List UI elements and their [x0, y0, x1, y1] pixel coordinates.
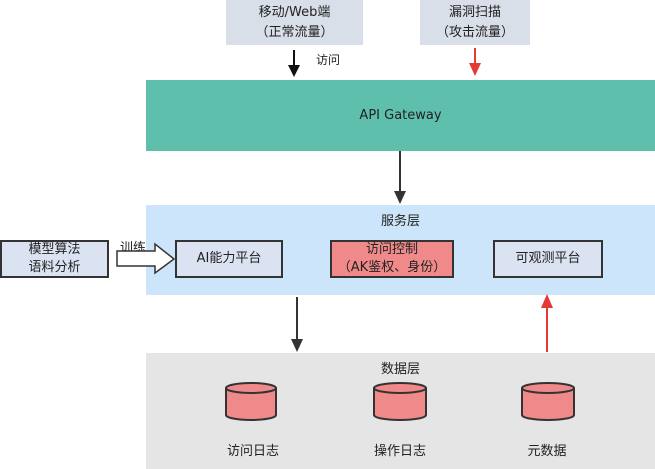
source-normal-line1: 移动/Web端 — [258, 4, 331, 20]
store-label-metadata: 元数据 — [527, 444, 567, 459]
data-layer: 数据层 访问日志 操作日志 元数据 — [146, 353, 655, 469]
edge-label-visit: 访问 — [316, 53, 341, 67]
arrow-attack-to-gateway — [469, 48, 481, 76]
arrow-metadata-to-observability — [541, 294, 553, 352]
model-corpus-box: 模型算法 语料分析 — [0, 240, 109, 278]
service-layer: 服务层 AI能力平台 访问控制 （AK鉴权、身份） 可观测平台 — [146, 205, 655, 295]
service-layer-title: 服务层 — [380, 214, 420, 229]
source-attack-line1: 漏洞扫描 — [448, 4, 501, 20]
observability-platform: 可观测平台 — [493, 240, 603, 278]
source-attack-traffic: 漏洞扫描 （攻击流量） — [420, 0, 530, 45]
edge-label-train: 训练 — [120, 241, 147, 256]
ai-platform: AI能力平台 — [175, 240, 283, 278]
api-gateway-label: API Gateway — [359, 108, 442, 123]
access-control-line1: 访问控制 — [365, 242, 418, 257]
arrow-service-to-data — [291, 297, 303, 352]
store-label-access-log: 访问日志 — [226, 444, 279, 459]
source-normal-line2: （正常流量） — [255, 24, 334, 40]
access-control: 访问控制 （AK鉴权、身份） — [330, 240, 454, 278]
data-layer-title: 数据层 — [380, 362, 420, 377]
source-attack-line2: （攻击流量） — [435, 24, 514, 40]
arrow-gateway-to-service — [394, 151, 406, 204]
api-gateway: API Gateway — [146, 80, 655, 151]
model-corpus-line2: 语料分析 — [28, 260, 81, 275]
observability-platform-label: 可观测平台 — [515, 251, 581, 266]
ai-platform-label: AI能力平台 — [196, 251, 262, 266]
arrow-normal-to-gateway — [288, 50, 300, 77]
access-control-line2: （AK鉴权、身份） — [337, 260, 447, 275]
store-label-operation-log: 操作日志 — [373, 444, 426, 459]
model-corpus-line1: 模型算法 — [28, 242, 81, 257]
source-normal-traffic: 移动/Web端 （正常流量） — [226, 0, 363, 45]
